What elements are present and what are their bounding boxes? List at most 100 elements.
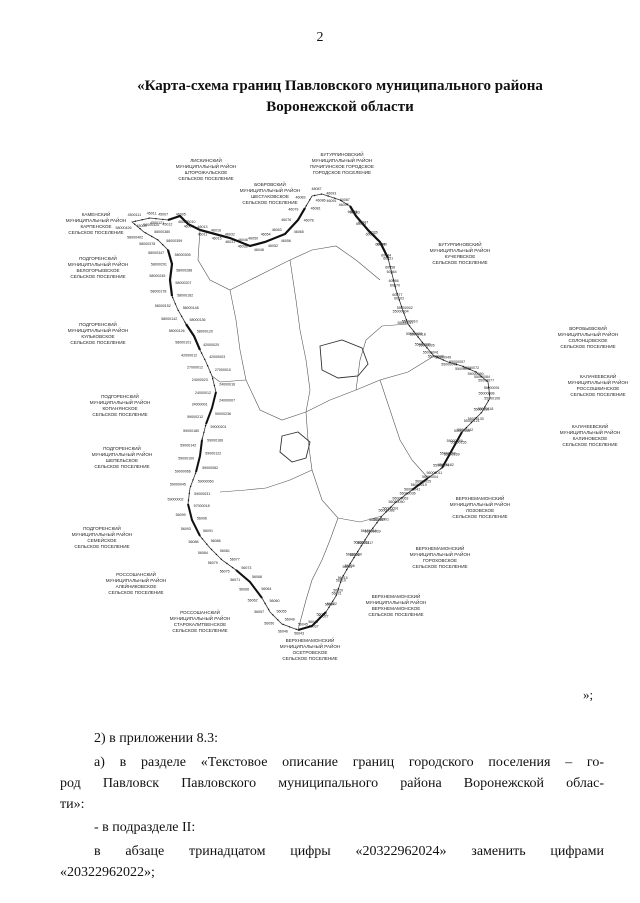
boundary-point-marker xyxy=(203,431,205,434)
boundary-point-marker xyxy=(248,580,250,582)
boundary-point-code: 46083 xyxy=(296,195,306,199)
boundary-point-marker xyxy=(289,227,291,230)
boundary-point-marker xyxy=(167,249,169,251)
boundary-point-code: 56093 xyxy=(181,527,191,531)
boundary-point-marker xyxy=(186,222,188,224)
boundary-point-marker xyxy=(314,622,316,624)
boundary-point-marker xyxy=(197,346,200,348)
boundary-point-marker xyxy=(428,476,431,478)
boundary-segment-west xyxy=(166,249,202,351)
boundary-point-code: 56079 xyxy=(208,561,218,565)
boundary-point-marker xyxy=(188,327,190,329)
boundary-point-marker xyxy=(169,283,172,285)
boundary-point-code: 56011 xyxy=(343,565,353,569)
boundary-point-marker xyxy=(359,219,361,222)
boundary-point-marker xyxy=(384,252,387,254)
boundary-point-code: 58000291 xyxy=(151,262,167,266)
boundary-point-marker xyxy=(413,330,415,333)
boundary-point-code: 59000236 xyxy=(215,412,231,416)
boundary-point-code: 55000041 xyxy=(423,351,439,355)
boundary-point-code: 56088 xyxy=(189,540,199,544)
boundary-point-code: 42000003 xyxy=(209,355,225,359)
boundary-point-code: 56075 xyxy=(220,570,230,574)
boundary-point-code: 55000106 xyxy=(484,396,500,400)
boundary-point-code: 56091 xyxy=(203,529,213,533)
boundary-point-code: 55000091 xyxy=(484,386,500,390)
boundary-point-marker xyxy=(308,626,311,628)
boundary-point-marker xyxy=(192,225,194,228)
boundary-point-code: 55000142 xyxy=(457,428,473,432)
boundary-point-marker xyxy=(423,480,425,482)
boundary-point-code: 56100039 xyxy=(365,529,381,533)
boundary-point-marker xyxy=(389,265,391,268)
boundary-point-code: 60001 xyxy=(356,222,366,226)
boundary-point-marker xyxy=(475,417,477,419)
boundary-point-marker xyxy=(271,238,274,240)
boundary-point-code: 56073 xyxy=(241,566,251,570)
boundary-point-marker xyxy=(387,258,390,261)
boundary-point-code: 46052 xyxy=(268,244,278,248)
boundary-point-code: 46065 xyxy=(294,230,304,234)
boundary-point-code: 56043 xyxy=(294,631,304,635)
boundary-point-code: 56045 xyxy=(298,623,308,627)
boundary-point-marker xyxy=(396,292,398,295)
page-number: 2 xyxy=(316,30,324,45)
boundary-point-marker xyxy=(395,501,397,503)
boundary-point-code: 55000149 xyxy=(447,439,463,443)
boundary-point-code: 46016 xyxy=(211,228,221,232)
boundary-point-code: 56066 xyxy=(239,587,249,591)
boundary-point-marker xyxy=(213,384,216,387)
boundary-point-code: 56099 xyxy=(176,513,186,517)
boundary-point-code: 58000152 xyxy=(155,304,171,308)
boundary-point-code: 56037 xyxy=(309,624,319,628)
boundary-point-marker xyxy=(264,602,266,605)
boundary-point-code: 55000018 xyxy=(410,333,426,337)
boundary-point-marker xyxy=(162,244,164,246)
boundary-point-code: 46013 xyxy=(198,225,208,229)
boundary-point-code: 56000088 xyxy=(379,509,395,513)
closing-mark: »; xyxy=(583,687,594,702)
boundary-point-code: 46091 xyxy=(327,199,337,203)
boundary-point-marker xyxy=(212,232,214,235)
boundary-point-code: 58000402 xyxy=(127,235,143,239)
boundary-point-marker xyxy=(194,472,197,474)
boundary-point-code: 46056 xyxy=(281,239,291,243)
boundary-point-code: 60070 xyxy=(390,284,400,288)
boundary-point-code: 58000207 xyxy=(175,281,191,285)
boundary-point-code: 46048 xyxy=(254,248,264,252)
boundary-point-code: 56000025 xyxy=(415,479,431,483)
boundary-point-code: 46032 xyxy=(225,233,235,237)
boundary-point-code: 59000066 xyxy=(175,470,191,474)
boundary-segment-southwest xyxy=(187,391,217,537)
boundary-point-code: 60064 xyxy=(387,270,397,274)
boundary-point-code: 56060 xyxy=(270,599,280,603)
boundary-point-marker xyxy=(449,361,451,364)
boundary-point-marker xyxy=(447,456,449,458)
boundary-point-marker xyxy=(134,220,137,222)
boundary-point-code: 59000045 xyxy=(170,483,186,487)
boundary-point-code: 60102 xyxy=(394,296,404,300)
boundary-point-code: 45003 xyxy=(137,224,147,228)
boundary-point-code: 56015 xyxy=(338,576,348,580)
boundary-point-code: 27000010 xyxy=(215,368,231,372)
boundary-point-code: 46005 xyxy=(176,213,186,217)
boundary-point-code: 56068 xyxy=(252,575,262,579)
boundary-point-marker xyxy=(187,499,190,501)
boundary-point-marker xyxy=(335,594,337,596)
boundary-point-code: 56200017 xyxy=(357,541,373,545)
boundary-point-code: 60081 xyxy=(348,210,358,214)
boundary-point-code: 55000098 xyxy=(479,392,495,396)
boundary-point-marker xyxy=(470,421,473,424)
boundary-point-marker xyxy=(342,575,344,577)
boundary-point-marker xyxy=(408,325,411,327)
boundary-point-code: 58000120 xyxy=(197,329,213,333)
boundary-point-marker xyxy=(360,545,363,547)
boundary-point-code: 56049 xyxy=(285,618,295,622)
